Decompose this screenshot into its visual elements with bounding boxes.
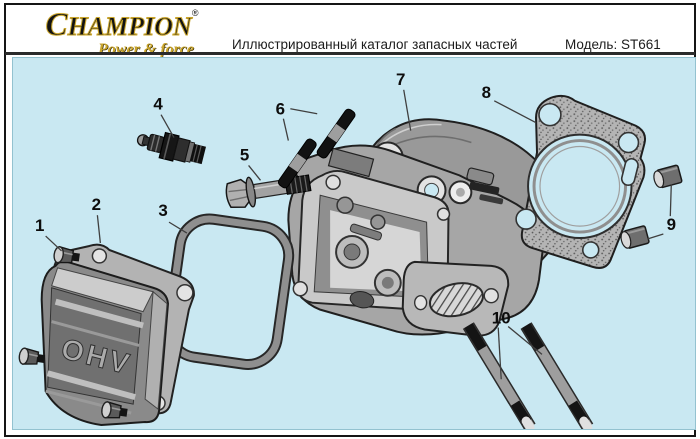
model-label: Модель: ST661 xyxy=(565,37,661,52)
callout-4-number: 4 xyxy=(153,95,163,114)
champion-logo: CHAMPION® Power & force xyxy=(44,9,200,59)
callout-7-number: 7 xyxy=(396,70,405,89)
callout-10-leader-a xyxy=(497,327,502,380)
callout-10-number: 10 xyxy=(492,309,511,328)
exploded-view-svg: OHV xyxy=(17,70,684,429)
callout-6-leader-b xyxy=(290,108,318,115)
part-spark-plug xyxy=(136,131,206,165)
callout-4: 4 xyxy=(153,95,175,138)
part-valve-cover: OHV xyxy=(40,243,195,427)
callout-5-leader xyxy=(248,165,262,181)
callout-6-number: 6 xyxy=(276,100,285,119)
part-cylinder-head xyxy=(287,118,563,337)
callout-6: 6 xyxy=(276,100,318,141)
callout-3: 3 xyxy=(158,201,188,234)
callout-9-number: 9 xyxy=(667,215,676,234)
header-rule xyxy=(5,52,695,55)
callout-7: 7 xyxy=(396,70,412,131)
callout-10-leader-b xyxy=(507,326,543,355)
part-head-gasket xyxy=(515,94,646,269)
callout-6-leader-a xyxy=(282,118,289,141)
brand-text: CHAMPION xyxy=(45,7,192,43)
callout-8-leader xyxy=(493,100,537,124)
callout-3-number: 3 xyxy=(158,201,167,220)
catalog-title: Иллюстрированный каталог запасных частей xyxy=(232,37,518,52)
callout-5-number: 5 xyxy=(240,145,249,164)
callout-7-leader xyxy=(403,89,412,131)
callout-5: 5 xyxy=(240,145,262,181)
callout-9-leader-a xyxy=(669,184,672,217)
diagram-canvas: OHV xyxy=(12,57,696,430)
callout-8: 8 xyxy=(482,83,537,124)
callout-1-number: 1 xyxy=(35,216,44,235)
callout-9: 9 xyxy=(647,184,676,240)
callout-8-number: 8 xyxy=(482,83,491,102)
callout-2: 2 xyxy=(92,195,102,244)
registered-mark: ® xyxy=(191,8,199,18)
callout-9-leader-b xyxy=(647,233,664,240)
callout-1-leader xyxy=(45,235,63,252)
callout-4-leader xyxy=(160,114,175,138)
callout-3-leader xyxy=(168,221,188,234)
callout-2-number: 2 xyxy=(92,195,101,214)
callout-1: 1 xyxy=(35,216,63,252)
part-head-studs xyxy=(462,322,594,429)
callout-10: 10 xyxy=(492,309,543,380)
callout-2-leader xyxy=(96,215,102,244)
